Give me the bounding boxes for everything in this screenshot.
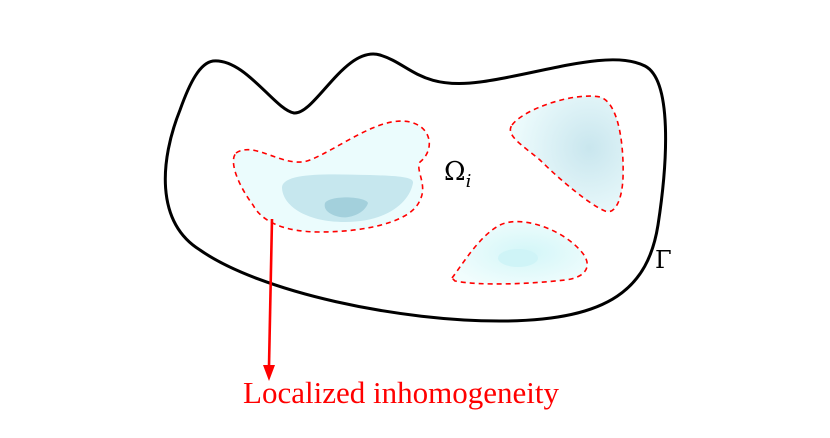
inhomogeneity-right — [509, 95, 624, 213]
annotation-label: Localized inhomogeneity — [243, 375, 559, 410]
annotation-arrow-head — [263, 365, 275, 381]
inhomogeneity-left-peak — [324, 197, 368, 218]
inhomogeneity-bottom-core — [498, 249, 538, 267]
subdomain-label: Ωi — [444, 157, 471, 192]
inhomogeneity-left — [232, 120, 431, 233]
subdomain-label-sub: i — [466, 171, 472, 192]
boundary-label: Γ — [655, 246, 672, 274]
annotation-arrow-line — [267, 218, 274, 367]
inhomogeneity-bottom — [450, 220, 588, 285]
domain-boundary — [163, 52, 668, 323]
subdomain-label-base: Ω — [444, 157, 466, 187]
